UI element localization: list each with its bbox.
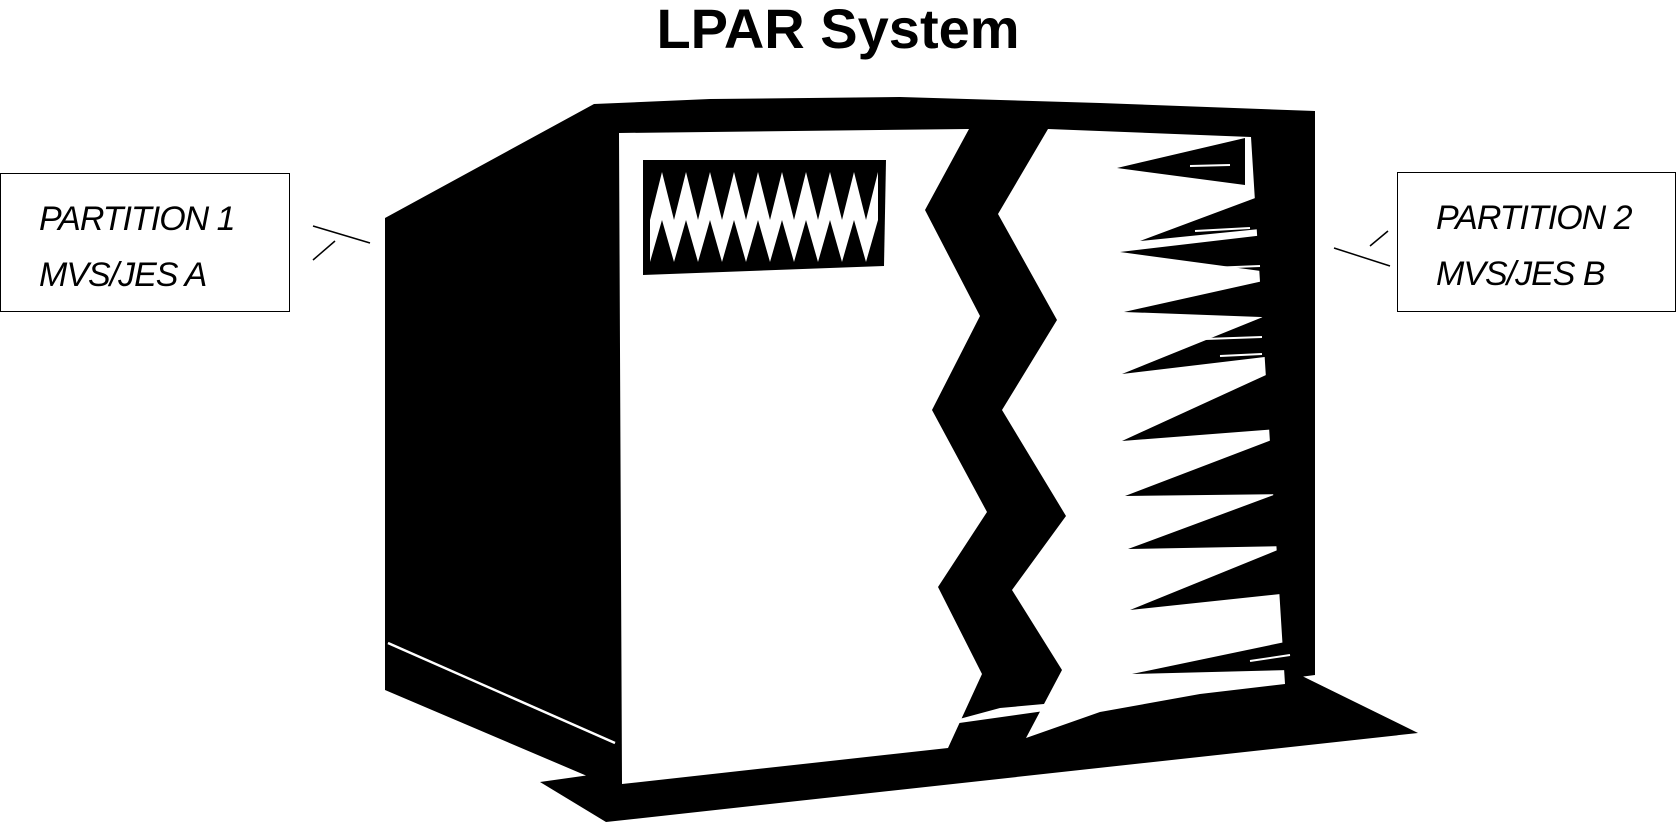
partition-1-label-box: PARTITION 1 MVS/JES A — [0, 173, 290, 312]
partition-1-leader-lines — [312, 225, 371, 261]
partition-2-label-box: PARTITION 2 MVS/JES B — [1397, 172, 1676, 312]
right-panel-fin-highlights — [1189, 164, 1291, 662]
cabinet-floor-shadow — [540, 675, 1418, 822]
partition-2-name: PARTITION 2 — [1436, 199, 1633, 237]
partition-2-leader-lines — [1333, 230, 1391, 267]
vent-grille — [643, 160, 886, 275]
right-panel-fins — [1117, 138, 1290, 674]
left-front-panel — [619, 129, 987, 784]
partition-2-system: MVS/JES B — [1436, 255, 1606, 293]
partition-1-system: MVS/JES A — [39, 256, 207, 294]
page-title: LPAR System — [656, 0, 1020, 60]
cabinet-base-highlight — [387, 641, 616, 745]
partition-1-name: PARTITION 1 — [39, 200, 236, 238]
